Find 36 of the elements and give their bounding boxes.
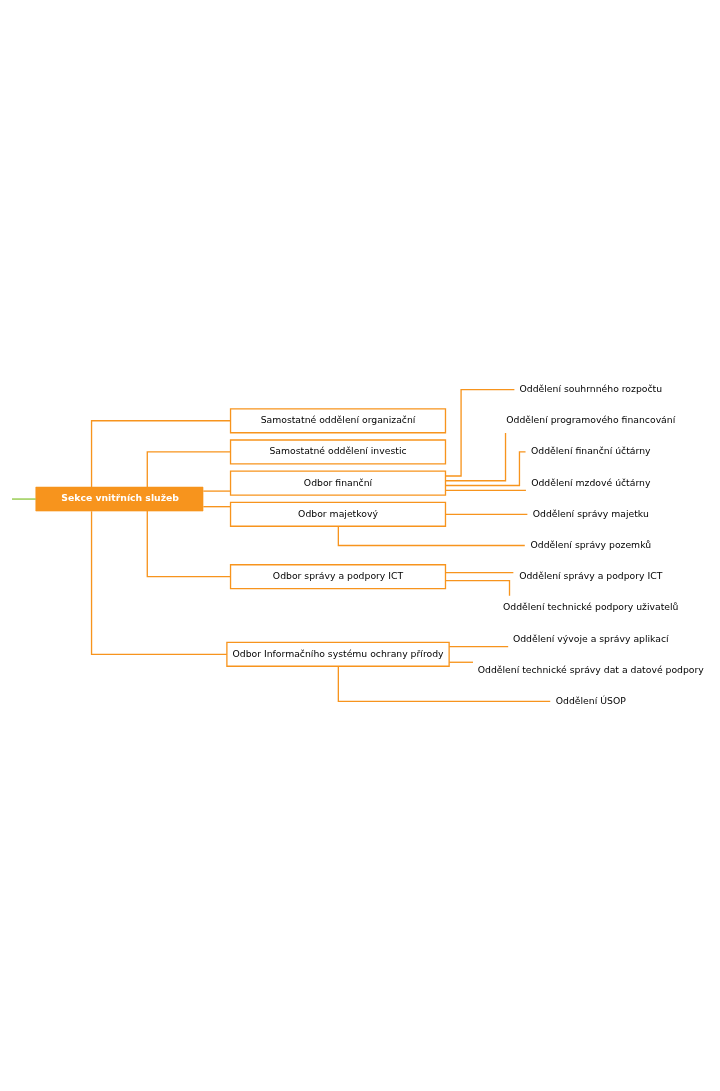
connector <box>90 420 232 488</box>
connector <box>337 525 526 547</box>
node-box: Samostatné oddělení investic <box>229 439 447 465</box>
node-box: Samostatné oddělení organizační <box>229 408 447 434</box>
connector <box>445 580 511 597</box>
connector <box>202 490 232 492</box>
node-text: Oddělení finanční účtárny <box>531 445 651 457</box>
node-box: Odbor finanční <box>229 470 447 496</box>
connector <box>445 451 527 487</box>
connector <box>202 506 232 508</box>
connector <box>444 432 507 482</box>
node-text: Oddělení souhrnného rozpočtu <box>519 383 663 395</box>
node-text: Oddělení vývoje a správy aplikací <box>512 632 669 644</box>
node-text: Oddělení mzdové účtárny <box>531 476 651 488</box>
connector <box>444 489 527 491</box>
connector <box>146 451 232 488</box>
node-text: Oddělení programového financování <box>506 414 676 426</box>
node-text: Oddělení správy a podpory ICT <box>519 570 663 582</box>
connector <box>146 510 232 578</box>
connector <box>444 513 529 515</box>
node-box: Odbor majetkový <box>229 501 447 527</box>
node-text: Oddělení technické podpory uživatelů <box>503 601 679 613</box>
node-box: Sekce vnitřních služeb <box>35 486 204 512</box>
connector <box>337 665 551 703</box>
connector <box>444 388 516 477</box>
connector <box>444 572 515 574</box>
node-text: Oddělení správy pozemků <box>530 538 652 550</box>
node-box: Odbor Informačního systému ochrany přírody <box>226 641 450 667</box>
node-text: Oddělení správy majetku <box>532 507 649 519</box>
node-text: Oddělení technické správy dat a datové podpory <box>477 663 704 675</box>
node-box: Odbor správy a podpory ICT <box>229 564 447 590</box>
connector <box>448 646 509 648</box>
connector <box>448 661 474 663</box>
connector <box>11 498 37 500</box>
connector <box>90 510 228 655</box>
node-text: Oddělení ÚSOP <box>555 694 626 706</box>
